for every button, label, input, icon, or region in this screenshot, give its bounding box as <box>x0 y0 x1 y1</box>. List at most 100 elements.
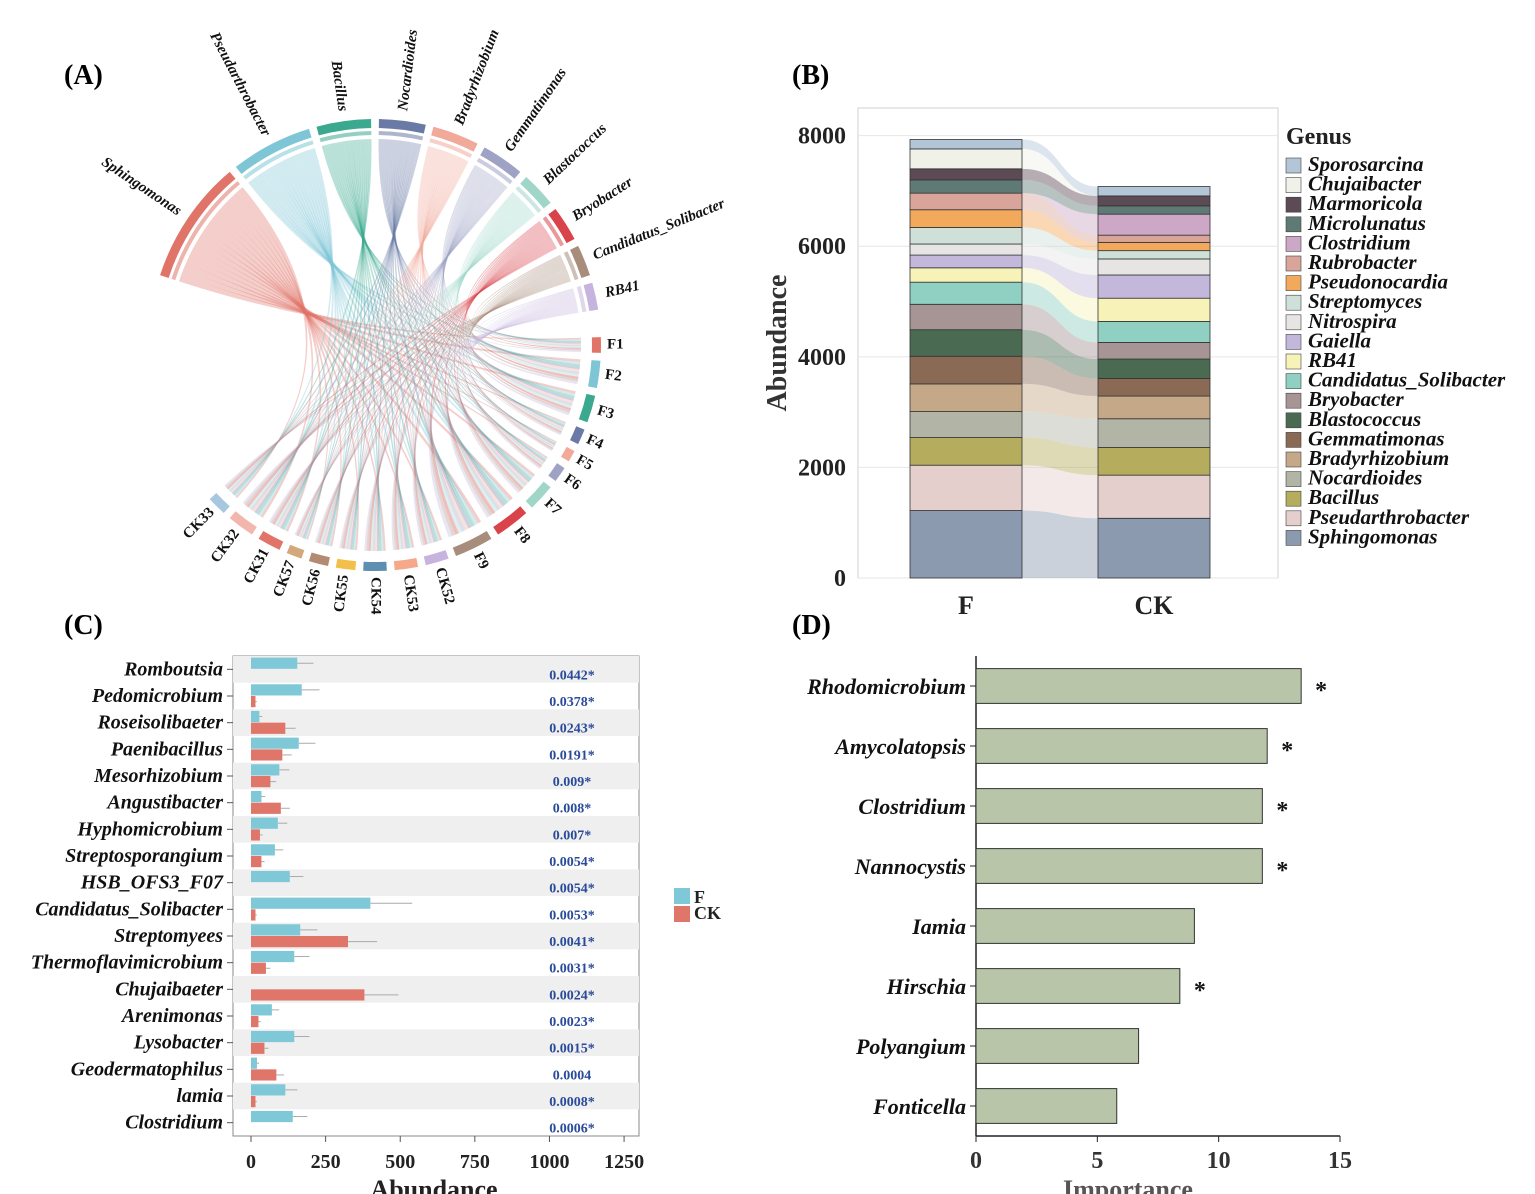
legend-label: Clostridium <box>1308 230 1411 254</box>
sample-arc <box>588 360 601 389</box>
flow-band <box>1022 255 1098 299</box>
x-axis-title: Abundance <box>370 1175 497 1194</box>
category-label: Streptomyees <box>114 925 223 947</box>
legend-swatch <box>1285 353 1302 370</box>
bar-segment <box>1097 474 1211 519</box>
sample-label: F1 <box>607 336 624 352</box>
category-label: Romboutsia <box>123 658 223 680</box>
p-value-label: 0.0191* <box>549 748 595 763</box>
importance-bar <box>975 1088 1118 1124</box>
significance-mark: * <box>1281 738 1293 764</box>
genus-inner-track <box>171 181 241 281</box>
legend-label: Bradyrhizobium <box>1307 446 1449 470</box>
bar-segment <box>1097 258 1211 276</box>
bar-segment <box>1097 250 1211 260</box>
x-tick-label: 500 <box>385 1151 415 1173</box>
sample-arc <box>335 558 357 571</box>
y-tick-label: 2000 <box>798 455 846 481</box>
legend-label: Gaiella <box>1308 328 1371 352</box>
category-label: Lysobacter <box>133 1032 223 1054</box>
x-tick-label: 15 <box>1328 1148 1352 1174</box>
legend-swatch <box>1285 392 1302 409</box>
genus-label: Candidatus_Solibacter <box>591 196 728 264</box>
category-label: Hyphomicrobium <box>76 818 223 840</box>
p-value-label: 0.007* <box>553 828 592 843</box>
bar-segment <box>1097 358 1211 379</box>
panel-label-b: (B) <box>792 60 830 91</box>
category-label: Nannocystis <box>854 854 966 879</box>
bar-f <box>251 1084 286 1096</box>
chord-link <box>429 266 566 536</box>
chord-link <box>421 150 529 485</box>
chord-link <box>468 259 563 435</box>
genus-arc <box>480 147 521 179</box>
genus-label: Gemmatimonas <box>502 65 571 155</box>
importance-bar <box>975 1028 1140 1064</box>
flow-band <box>1022 510 1098 578</box>
chord-link <box>194 240 536 477</box>
x-axis-title: Importance <box>1063 1175 1193 1194</box>
chord-link <box>349 140 411 549</box>
bar-segment <box>909 192 1023 211</box>
bar-ck <box>251 722 286 734</box>
bar-f <box>251 790 262 803</box>
bar-f <box>251 897 371 909</box>
x-tick-label: 0 <box>246 1151 256 1173</box>
category-label: Rhodomicrobium <box>806 674 966 699</box>
chord-link <box>235 187 308 499</box>
bar-ck <box>251 936 348 948</box>
bar-segment <box>1097 241 1211 252</box>
chord-link <box>250 184 506 511</box>
bar-segment <box>1097 377 1211 397</box>
legend-label: Marmoricola <box>1307 191 1422 215</box>
importance-bar <box>975 968 1181 1004</box>
genus-arc <box>235 128 312 175</box>
flow-band <box>1022 227 1098 259</box>
y-axis-title: Abundance <box>762 275 793 412</box>
category-label: Paenibacillus <box>110 738 223 760</box>
legend-label: Pseudonocardia <box>1307 270 1448 294</box>
genus-inner-track <box>576 286 587 313</box>
p-value-label: 0.0041* <box>549 935 595 950</box>
flow-band <box>1022 244 1098 275</box>
genus-inner-track <box>563 251 579 281</box>
category-label: Geodermatophilus <box>71 1058 223 1080</box>
sample-arc <box>308 552 330 567</box>
legend-label-f: F <box>694 887 705 907</box>
genus-arc <box>570 245 590 278</box>
row-stripe <box>233 816 639 843</box>
bar-ck <box>251 1042 265 1054</box>
sample-label: CK55 <box>331 574 352 613</box>
category-label: Iamia <box>911 914 966 939</box>
p-value-label: 0.0023* <box>549 1015 595 1030</box>
p-value-label: 0.0024* <box>549 988 595 1003</box>
legend-label: RB41 <box>1307 348 1357 372</box>
bar-segment <box>909 254 1023 269</box>
p-value-label: 0.0006* <box>549 1122 595 1137</box>
bar-f <box>251 924 301 936</box>
bar-ck <box>251 829 260 841</box>
chord-link <box>395 153 454 549</box>
p-value-label: 0.0378* <box>549 695 595 710</box>
legend-swatch <box>1285 451 1302 468</box>
sample-label: F2 <box>604 367 623 385</box>
bar-ck <box>251 909 256 921</box>
chord-link <box>349 141 410 550</box>
bar-segment <box>1097 517 1211 579</box>
chord-link <box>179 275 581 340</box>
sample-label: CK52 <box>432 566 458 606</box>
flow-band <box>1022 139 1098 196</box>
chord-link <box>276 162 478 526</box>
chord-link <box>428 299 577 538</box>
bar-f <box>251 684 302 696</box>
bar-f <box>251 844 275 856</box>
bar-ck <box>251 696 256 708</box>
genus-inner-track <box>319 131 372 143</box>
bar-segment <box>909 209 1023 228</box>
legend-label: Sporosarcina <box>1308 152 1424 176</box>
category-label: Clostridium <box>125 1112 223 1134</box>
legend-swatch <box>1285 294 1302 311</box>
row-stripe <box>233 709 639 736</box>
flow-band <box>1022 383 1098 419</box>
bar-segment <box>909 329 1023 357</box>
